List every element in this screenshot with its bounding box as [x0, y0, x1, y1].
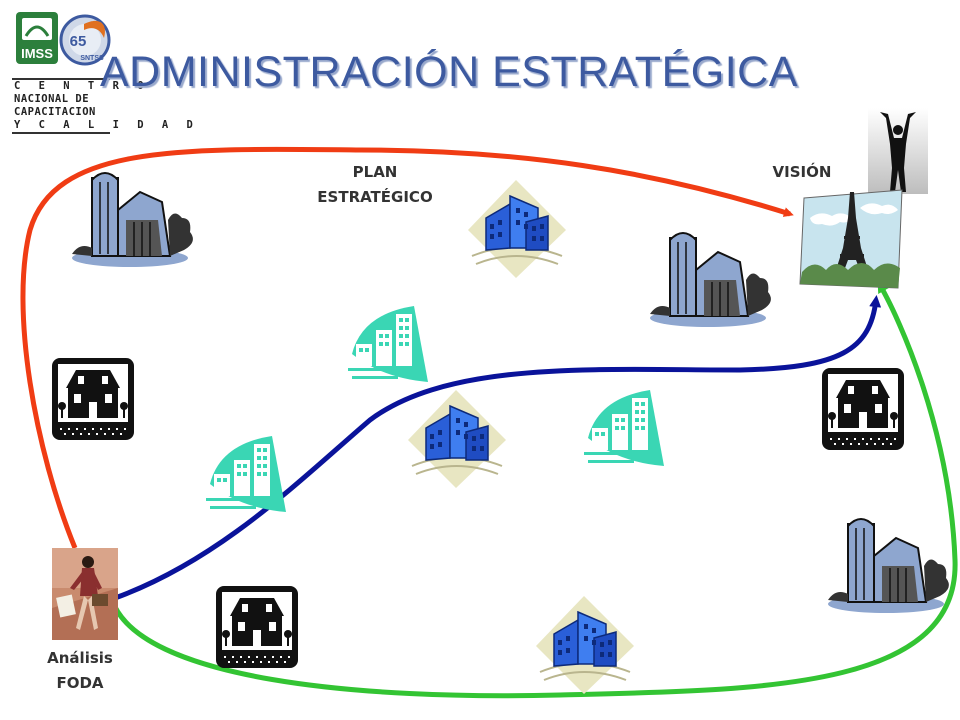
logo-line-1: C E N T R O — [14, 80, 150, 92]
office-building-icon — [408, 390, 506, 488]
house-icon — [52, 358, 134, 440]
house-icon — [822, 368, 904, 450]
slide-title: ADMINISTRACIÓN ESTRATÉGICA — [100, 48, 798, 96]
teal-city-building-icon — [206, 436, 286, 512]
label-vision: VISIÓN — [772, 163, 832, 181]
svg-text:SNTSS: SNTSS — [80, 55, 104, 62]
plan-route-arrow — [20, 146, 794, 549]
cheering-person-icon — [868, 108, 928, 194]
svg-text:IMSS: IMSS — [21, 46, 53, 61]
silo-barn-icon — [650, 232, 771, 327]
label-plan-estrategico: PLAN ESTRATÉGICO — [317, 163, 433, 206]
blue-route-arrow — [114, 295, 882, 601]
eiffel-tower-vision-icon — [799, 189, 903, 289]
teal-city-building-icon — [348, 306, 428, 382]
green-route-arrow — [109, 280, 958, 699]
logo-line-2: NACIONAL DE — [14, 93, 90, 105]
imss-emblem-icon: IMSS 65 SNTSS — [16, 12, 111, 66]
logo-line-3: CAPACITACION — [14, 106, 96, 118]
imss-logo: IMSS 65 SNTSS C E N T R O NACIONAL DE CA… — [12, 10, 193, 134]
house-icon — [216, 586, 298, 668]
silo-barn-icon — [828, 518, 949, 613]
silo-barn-icon — [72, 172, 193, 267]
svg-text:65: 65 — [70, 33, 87, 50]
office-building-icon — [536, 596, 634, 694]
label-analisis-foda: Análisis FODA — [47, 649, 113, 692]
teal-city-building-icon — [584, 390, 664, 466]
businesswoman-icon — [52, 548, 118, 640]
logo-line-4: Y C A L I D A D — [14, 119, 199, 131]
office-building-icon — [468, 180, 566, 278]
